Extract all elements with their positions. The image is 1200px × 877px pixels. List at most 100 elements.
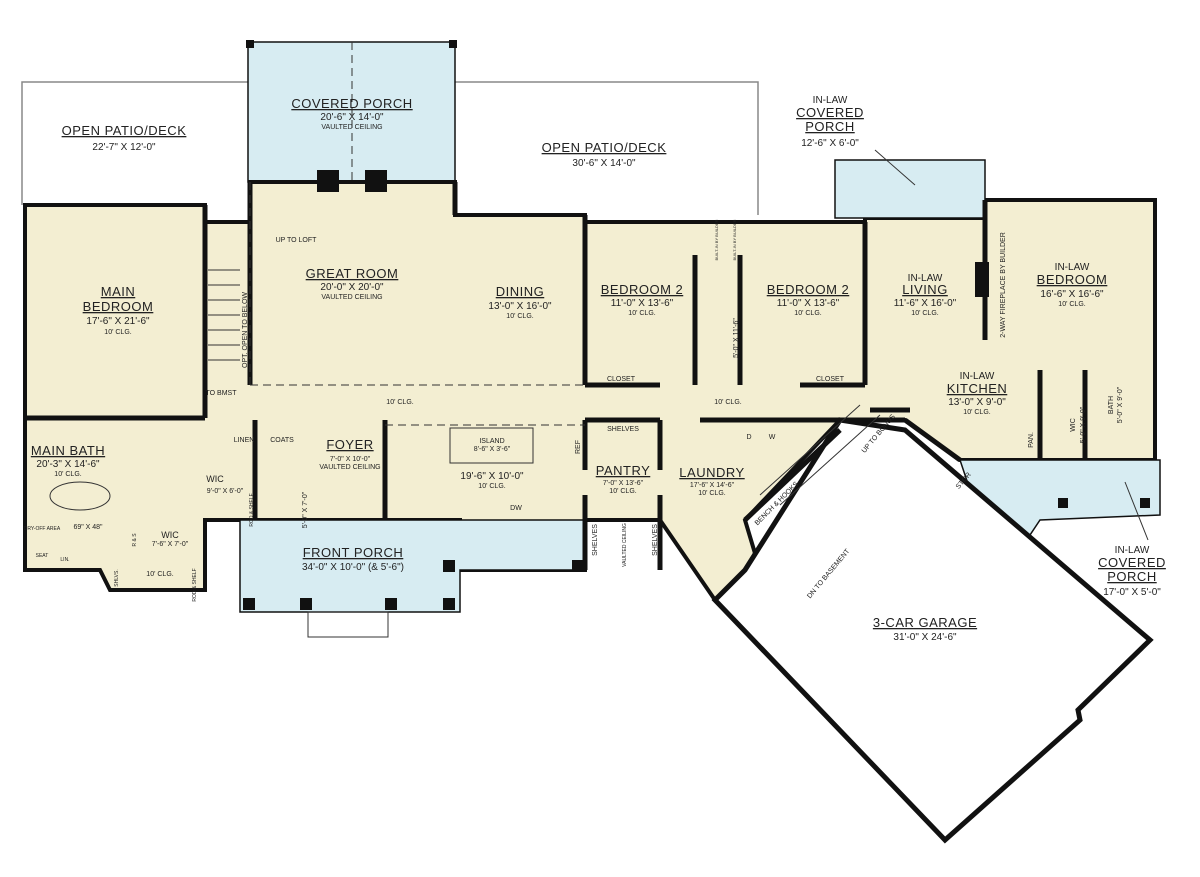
- dryer-label: D: [746, 434, 751, 441]
- wic-1-dims: 9'-0" X 6'-0": [207, 488, 244, 495]
- island-name: ISLAND: [479, 438, 504, 445]
- bedroom-2b-ceiling: 10' CLG.: [794, 310, 821, 317]
- garage-dims: 31'-0" X 24'-6": [893, 632, 957, 643]
- shelves-top-label: SHELVES: [607, 426, 639, 433]
- shelves-left-label: SHELVES: [592, 524, 599, 556]
- built-in-b-label: BUILT-IN BY BUILDER: [732, 219, 737, 260]
- inlaw-bedroom-prefix: IN-LAW: [1055, 262, 1090, 273]
- seat-label: SEAT: [36, 553, 49, 559]
- shelves-right-label: SHELVES: [652, 524, 659, 556]
- foyer-ceiling: VAULTED CEILING: [319, 464, 380, 471]
- stairs: [208, 269, 881, 506]
- pantry-small-label: PAN.: [1028, 432, 1035, 448]
- pantry-ceiling: 10' CLG.: [609, 488, 636, 495]
- covered-porch-name: COVERED PORCH: [291, 96, 412, 111]
- wic-1-name: WIC: [206, 474, 224, 484]
- linen-label: LINEN: [234, 437, 255, 444]
- inlaw-living-dims: 11'-6" X 16'-0": [894, 298, 957, 309]
- refrigerator-label: REF: [575, 440, 582, 454]
- main-bedroom-name: MAIN: [101, 284, 136, 299]
- kitchen-dims: 19'-6" X 10'-0": [460, 471, 524, 482]
- covered-porch-ceiling: VAULTED CEILING: [321, 124, 382, 131]
- wic-2-name: WIC: [161, 530, 179, 540]
- wic-2-ceiling: 10' CLG.: [146, 571, 173, 578]
- inlaw-porch-bottom-dims: 17'-0" X 5'-0": [1103, 587, 1161, 598]
- pantry-dims: 7'-0" X 13'-6": [603, 480, 644, 487]
- garage[interactable]: [711, 417, 1154, 844]
- dining-ceiling: 10' CLG.: [506, 313, 533, 320]
- bedroom-2a-name: BEDROOM 2: [601, 282, 684, 297]
- bedroom-2a-ceiling: 10' CLG.: [628, 310, 655, 317]
- pantry-name: PANTRY: [596, 463, 651, 478]
- inlaw-porch-top-prefix: IN-LAW: [813, 95, 848, 106]
- up-to-loft-label: UP TO LOFT: [276, 237, 318, 244]
- inlaw-porch-bottom-name: COVERED: [1098, 555, 1166, 570]
- inlaw-porch-top-name: COVERED: [796, 105, 864, 120]
- rod-shelf-a-label: ROD & SHELF: [249, 493, 255, 526]
- inlaw-bath-dims: 5'-0" X 9'-0": [1117, 386, 1124, 423]
- laundry-name: LAUNDRY: [679, 465, 744, 480]
- open-patio-right-dims: 30'-6" X 14'-0": [572, 158, 636, 169]
- inlaw-wic-name: WIC: [1070, 418, 1077, 432]
- foyer-name: FOYER: [326, 437, 373, 452]
- lin-label: LIN.: [60, 557, 69, 563]
- closet-a-label: CLOSET: [607, 376, 636, 383]
- inlaw-porch-top-name2: PORCH: [805, 119, 854, 134]
- fireplace-label: 2-WAY FIREPLACE BY BUILDER: [1000, 232, 1007, 338]
- washer-label: W: [769, 434, 776, 441]
- laundry-dims: 17'-6" X 14'-6": [690, 482, 735, 489]
- rod-shelf-b-label: ROD & SHELF: [192, 568, 198, 601]
- front-porch-name: FRONT PORCH: [303, 545, 404, 560]
- front-porch[interactable]: [239, 519, 586, 613]
- inlaw-kitchen-dims: 13'-0" X 9'-0": [948, 397, 1006, 408]
- inlaw-living-prefix: IN-LAW: [908, 273, 943, 284]
- inlaw-porch-top-dims: 12'-6" X 6'-0": [801, 138, 859, 149]
- dining-dims: 13'-0" X 16'-0": [488, 301, 552, 312]
- inlaw-kitchen-prefix: IN-LAW: [960, 371, 995, 382]
- inlaw-living-name: LIVING: [902, 282, 948, 297]
- main-bath-dims: 20'-3" X 14'-6": [36, 459, 100, 470]
- open-to-below-label: OPT. OPEN TO BELOW: [242, 292, 249, 368]
- open-patio-right-name: OPEN PATIO/DECK: [542, 140, 667, 155]
- open-patio-left-name: OPEN PATIO/DECK: [62, 123, 187, 138]
- inlaw-wic-dims: 5'-0" X 9'-0": [1080, 406, 1087, 443]
- bedroom-2b-name: BEDROOM 2: [767, 282, 850, 297]
- inlaw-covered-porch-top[interactable]: [834, 159, 986, 219]
- rod-shelf-small-label: R & S: [132, 533, 138, 547]
- main-bedroom-name2: BEDROOM: [83, 299, 154, 314]
- inlaw-kitchen-name: KITCHEN: [947, 381, 1008, 396]
- kitchen-island: [449, 427, 534, 464]
- inlaw-bedroom-ceiling: 10' CLG.: [1058, 301, 1085, 308]
- shower-dims: 69" X 48": [73, 524, 103, 531]
- inlaw-bath-name: BATH: [1108, 396, 1115, 414]
- dishwasher-label: DW: [510, 505, 522, 512]
- closet-b-label: CLOSET: [816, 376, 845, 383]
- hall-bath-dims: 5'-0" X 11'-6": [733, 318, 740, 358]
- built-in-a-label: BUILT-IN BY BUILDER: [714, 219, 719, 260]
- great-room-dims: 20'-0" X 20'-0": [320, 282, 384, 293]
- dining-name: DINING: [496, 284, 545, 299]
- open-patio-right-outline: [455, 81, 759, 215]
- inlaw-bedroom-name: BEDROOM: [1037, 272, 1108, 287]
- main-bath-ceiling: 10' CLG.: [54, 471, 81, 478]
- inlaw-kitchen-ceiling: 10' CLG.: [963, 409, 990, 416]
- bedroom-2b-dims: 11'-0" X 13'-6": [777, 298, 840, 309]
- island-dims: 8'-6" X 3'-6": [474, 446, 511, 453]
- bedroom-2a-dims: 11'-0" X 13'-6": [611, 298, 674, 309]
- front-porch-dims: 34'-0" X 10'-0" (& 5'-6"): [302, 562, 404, 573]
- hall-ceiling-left: 10' CLG.: [386, 399, 413, 406]
- garage-name: 3-CAR GARAGE: [873, 615, 977, 630]
- powder-dims: 5'-0" X 7'-0": [302, 491, 309, 528]
- open-patio-left-dims: 22'-7" X 12'-0": [92, 142, 156, 153]
- dry-off-label: DRY-OFF AREA: [24, 526, 61, 532]
- main-bath-name: MAIN BATH: [31, 443, 105, 458]
- main-bedroom-dims: 17'-6" X 21'-6": [86, 316, 150, 327]
- great-room-ceiling: VAULTED CEILING: [321, 294, 382, 301]
- bathtub: [49, 481, 111, 511]
- vaulted-ceiling-small-label: VAULTED CEILING: [622, 523, 628, 567]
- inlaw-porch-bottom-name2: PORCH: [1107, 569, 1156, 584]
- to-basement-stair-label: TO BMST: [206, 390, 238, 397]
- covered-porch-dims: 20'-6" X 14'-0": [320, 112, 384, 123]
- wic-2-dims: 7'-6" X 7'-0": [152, 541, 189, 548]
